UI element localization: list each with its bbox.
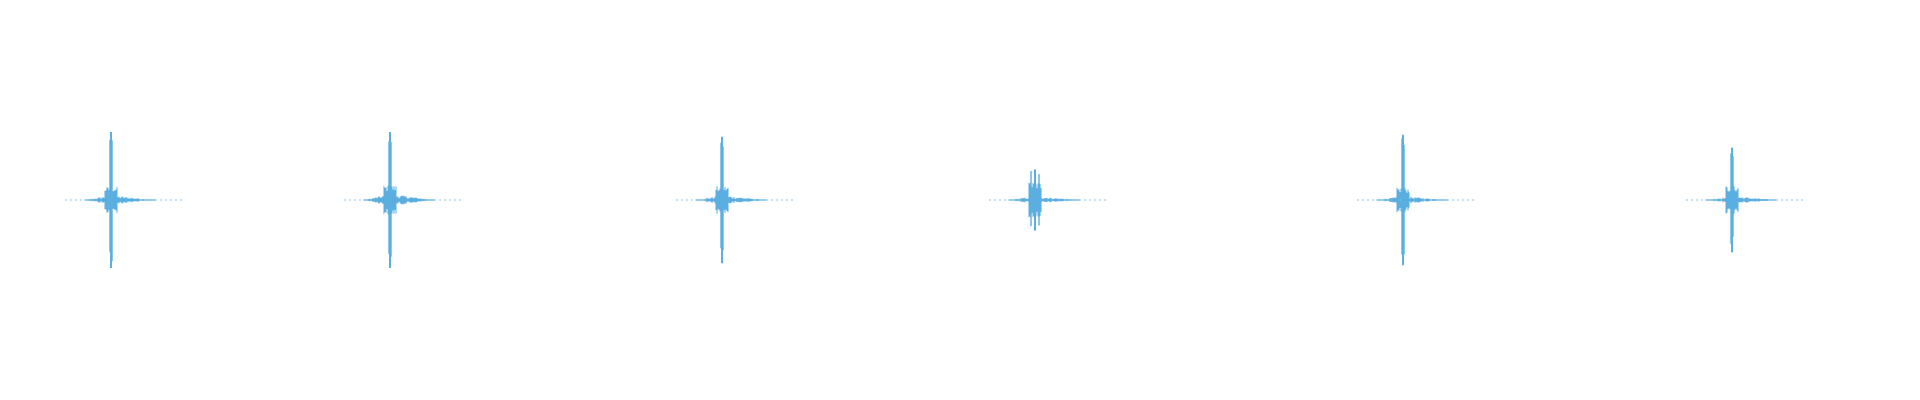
- waveform-burst-5: [1357, 134, 1477, 266]
- waveform-burst-3: [676, 136, 796, 264]
- waveform-burst-4: [989, 169, 1109, 231]
- waveform-burst-1: [65, 132, 185, 268]
- waveform-burst-2: [344, 132, 464, 268]
- waveform-burst-6: [1686, 147, 1806, 253]
